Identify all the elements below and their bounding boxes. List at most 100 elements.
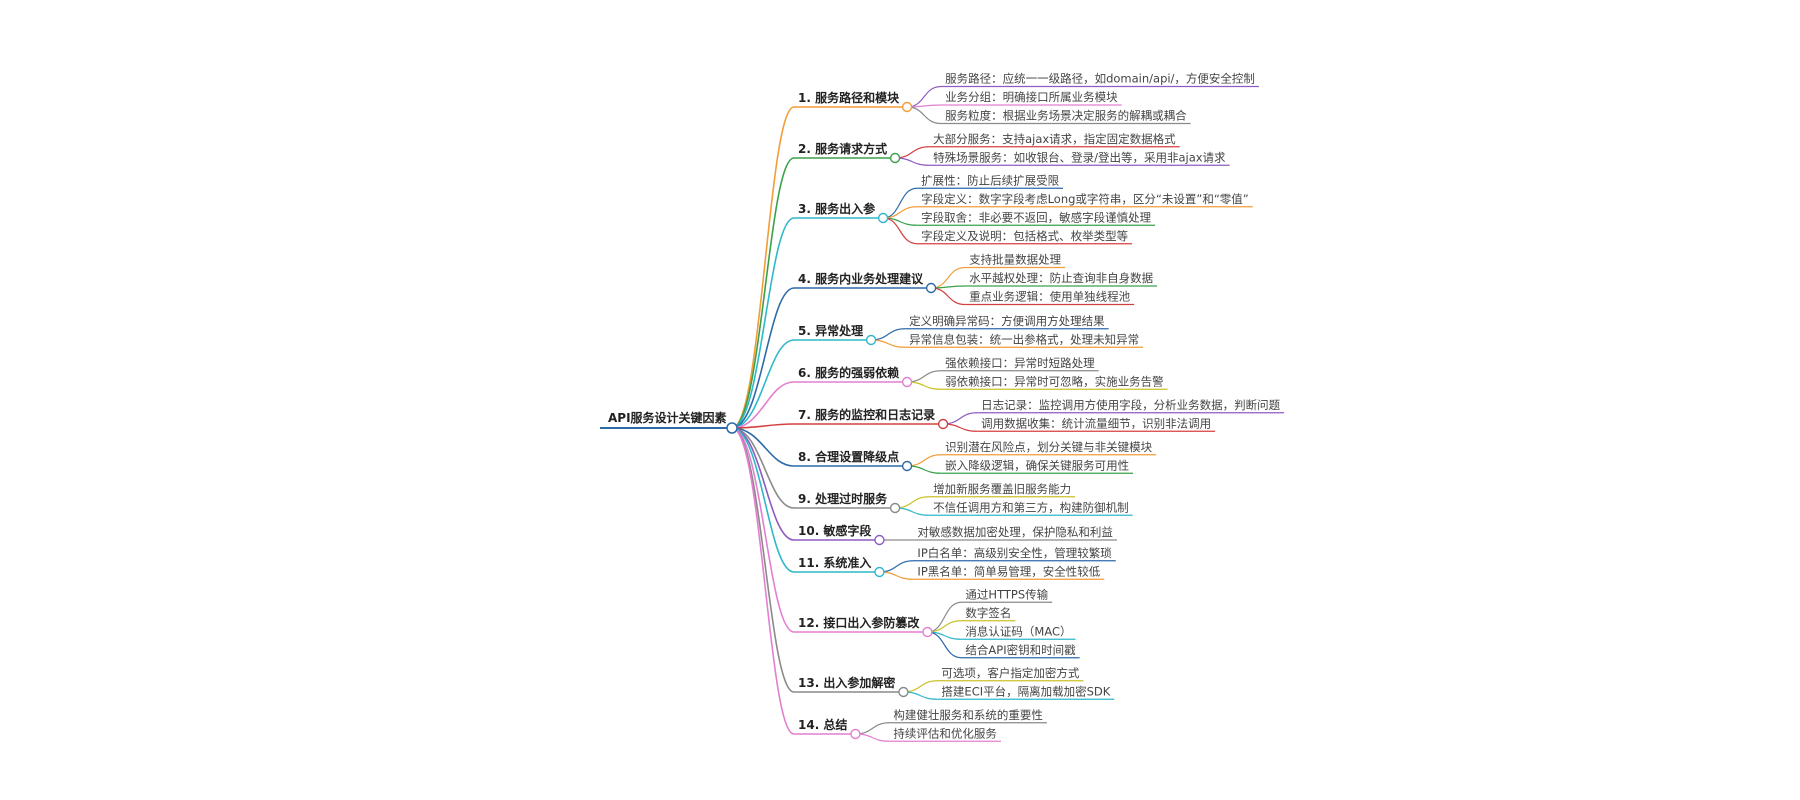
- leaf-topic[interactable]: 结合API密钥和时间戳: [965, 643, 1076, 657]
- leaf-connector: [903, 680, 938, 693]
- leaf-topic[interactable]: 异常信息包装：统一出参格式，处理未知异常: [909, 332, 1139, 346]
- leaf-connector: [883, 206, 918, 219]
- leaf-connector: [895, 496, 930, 509]
- leaf-connector: [871, 328, 906, 341]
- branch-connector: [731, 157, 795, 429]
- branch-topic[interactable]: 12. 接口出入参防篡改: [798, 615, 920, 630]
- branch-connector: [731, 423, 795, 429]
- leaf-connector: [907, 454, 942, 467]
- leaf-topic[interactable]: 重点业务逻辑：使用单独线程池: [969, 290, 1130, 304]
- leaf-topic[interactable]: IP黑名单：简单易管理，安全性较低: [917, 564, 1100, 578]
- leaf-topic[interactable]: 大部分服务：支持ajax请求，指定固定数据格式: [933, 132, 1176, 146]
- leaf-topic[interactable]: 对敏感数据加密处理，保护隐私和利益: [917, 525, 1113, 539]
- leaf-topic[interactable]: 扩展性：防止后续扩展受限: [921, 173, 1059, 187]
- leaf-topic[interactable]: 搭建ECI平台，隔离加载加密SDK: [941, 684, 1110, 698]
- branch-collapse-toggle[interactable]: [874, 566, 885, 578]
- leaf-topic[interactable]: 通过HTTPS传输: [965, 587, 1048, 601]
- leaf-connector: [927, 601, 962, 633]
- leaf-connector: [879, 571, 914, 580]
- root-collapse-toggle[interactable]: [726, 422, 738, 434]
- branch-collapse-toggle[interactable]: [865, 334, 877, 346]
- leaf-topic[interactable]: 服务路径：应统一一级路径，如domain/api/，方便安全控制: [945, 72, 1255, 86]
- leaf-connector: [907, 106, 942, 125]
- branch-collapse-toggle[interactable]: [889, 152, 901, 164]
- leaf-topic[interactable]: 特殊场景服务：如收银台、登录/登出等，采用非ajax请求: [933, 150, 1226, 164]
- leaf-connector: [895, 146, 930, 159]
- branch-topic[interactable]: 8. 合理设置降级点: [798, 449, 899, 464]
- branch-collapse-toggle[interactable]: [901, 376, 913, 388]
- branch-topic[interactable]: 10. 敏感字段: [798, 523, 872, 538]
- leaf-connector: [855, 722, 890, 735]
- branch-topic[interactable]: 9. 处理过时服务: [798, 491, 888, 506]
- leaf-connector: [931, 266, 966, 289]
- branch-collapse-toggle[interactable]: [901, 460, 913, 472]
- branch-topic[interactable]: 14. 总结: [798, 717, 847, 732]
- leaf-connector: [883, 187, 918, 219]
- branch-collapse-toggle[interactable]: [874, 534, 885, 546]
- branch-connector: [731, 427, 795, 693]
- leaf-topic[interactable]: 字段定义：数字字段考虑Long或字符串，区分“未设置”和“零值”: [921, 192, 1249, 206]
- branch-connector: [731, 427, 795, 467]
- branch-collapse-toggle[interactable]: [925, 282, 937, 294]
- branch-collapse-toggle[interactable]: [937, 418, 949, 430]
- branch-connector: [731, 427, 795, 633]
- branch-collapse-toggle[interactable]: [901, 101, 913, 113]
- branch-collapse-toggle[interactable]: [889, 502, 901, 514]
- branch-connector: [731, 427, 795, 735]
- leaf-topic[interactable]: 调用数据收集：统计流量细节，识别非法调用: [981, 416, 1211, 430]
- leaf-topic[interactable]: 识别潜在风险点，划分关键与非关键模块: [945, 440, 1152, 454]
- branch-topic[interactable]: 7. 服务的监控和日志记录: [798, 407, 935, 422]
- branch-topic[interactable]: 1. 服务路径和模块: [798, 90, 900, 105]
- branch-topic[interactable]: 4. 服务内业务处理建议: [798, 271, 924, 286]
- branch-connector: [731, 427, 795, 573]
- leaf-connector: [895, 507, 930, 516]
- branch-collapse-toggle[interactable]: [850, 728, 861, 740]
- leaf-topic[interactable]: 增加新服务覆盖旧服务能力: [933, 482, 1071, 496]
- leaf-topic[interactable]: 服务粒度：根据业务场景决定服务的解耦或耦合: [945, 109, 1187, 123]
- leaf-connector: [871, 339, 906, 348]
- leaf-connector: [907, 381, 942, 390]
- branch-topic[interactable]: 2. 服务请求方式: [798, 141, 887, 156]
- leaf-topic[interactable]: 支持批量数据处理: [969, 253, 1061, 267]
- leaf-connector: [907, 85, 942, 108]
- node-layer: API服务设计关键因素 1. 服务路径和模块 服务路径：应统一一级路径，如domai…: [600, 72, 1285, 742]
- leaf-topic[interactable]: 定义明确异常码：方便调用方处理结果: [909, 314, 1105, 328]
- leaf-topic[interactable]: 字段取舍：非必要不返回，敏感字段谨慎处理: [921, 210, 1151, 224]
- leaf-topic[interactable]: 构建健壮服务和系统的重要性: [893, 708, 1043, 722]
- leaf-connector: [907, 370, 942, 383]
- leaf-connector: [943, 423, 978, 432]
- leaf-connector: [943, 412, 978, 425]
- leaf-topic[interactable]: 日志记录：监控调用方使用字段，分析业务数据，判断问题: [981, 398, 1280, 412]
- leaf-topic[interactable]: 消息认证码（MAC）: [965, 624, 1071, 638]
- branch-topic[interactable]: 5. 异常处理: [798, 323, 863, 338]
- leaf-topic[interactable]: IP白名单：高级别安全性，管理较繁琐: [917, 546, 1112, 560]
- branch-collapse-toggle[interactable]: [898, 686, 909, 698]
- branch-connector: [731, 287, 795, 429]
- leaf-topic[interactable]: 数字签名: [965, 606, 1011, 620]
- leaf-connector: [879, 560, 914, 573]
- leaf-topic[interactable]: 弱依赖接口：异常时可忽略，实施业务告警: [945, 374, 1164, 388]
- leaf-topic[interactable]: 嵌入降级逻辑，确保关键服务可用性: [945, 458, 1129, 472]
- branch-topic[interactable]: 6. 服务的强弱依赖: [798, 365, 899, 380]
- leaf-topic[interactable]: 业务分组：明确接口所属业务模块: [945, 90, 1118, 104]
- leaf-connector: [931, 287, 966, 306]
- branch-collapse-toggle[interactable]: [922, 626, 933, 638]
- leaf-topic[interactable]: 水平越权处理：防止查询非自身数据: [969, 271, 1153, 285]
- branch-connector: [731, 381, 795, 429]
- root-topic: API服务设计关键因素: [608, 410, 727, 425]
- branch-connector: [731, 339, 795, 429]
- branch-collapse-toggle[interactable]: [877, 212, 889, 224]
- leaf-topic[interactable]: 强依赖接口：异常时短路处理: [945, 356, 1095, 370]
- leaf-topic[interactable]: 持续评估和优化服务: [893, 726, 997, 740]
- leaf-connector: [927, 620, 962, 633]
- leaf-topic[interactable]: 字段定义及说明：包括格式、枚举类型等: [921, 229, 1128, 243]
- branch-topic[interactable]: 3. 服务出入参: [798, 201, 876, 216]
- branch-topic[interactable]: 11. 系统准入: [798, 555, 871, 570]
- leaf-connector: [903, 691, 938, 700]
- branch-topic[interactable]: 13. 出入参加解密: [798, 675, 895, 690]
- leaf-connector: [907, 465, 942, 474]
- leaf-connector: [855, 733, 890, 742]
- leaf-topic[interactable]: 不信任调用方和第三方，构建防御机制: [933, 500, 1128, 514]
- leaf-topic[interactable]: 可选项，客户指定加密方式: [941, 666, 1079, 680]
